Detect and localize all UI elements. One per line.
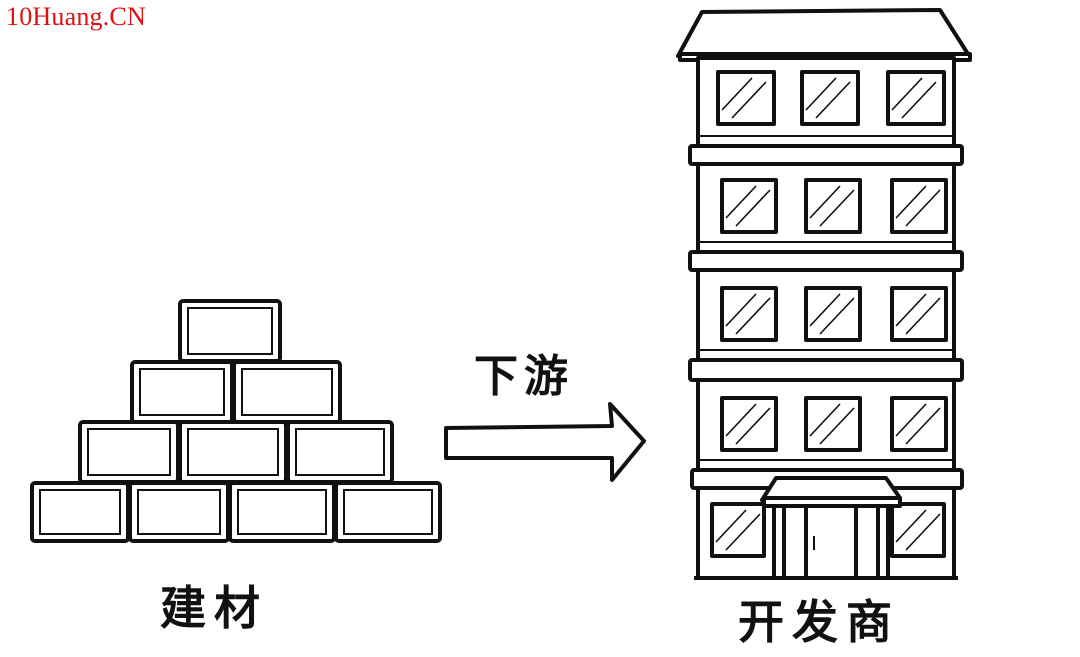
window: [710, 502, 766, 558]
brick-pile: [30, 299, 442, 543]
pillar: [772, 504, 786, 580]
window: [804, 396, 862, 452]
brick: [232, 360, 342, 424]
materials-label: 建材: [160, 581, 268, 635]
brick: [228, 481, 336, 543]
window: [720, 396, 778, 452]
brick: [178, 299, 282, 363]
window: [720, 286, 778, 342]
arrow-right-icon: [444, 402, 646, 482]
window: [800, 70, 860, 126]
window: [890, 286, 948, 342]
window: [890, 178, 948, 234]
brick: [178, 420, 288, 484]
window: [886, 70, 946, 126]
pillar: [876, 504, 890, 580]
window: [804, 286, 862, 342]
window: [716, 70, 776, 126]
brick: [78, 420, 180, 484]
brick: [286, 420, 394, 484]
building-illustration: [676, 8, 972, 580]
brick: [128, 481, 230, 543]
brick: [334, 481, 442, 543]
window: [804, 178, 862, 234]
downstream-label: 下游: [474, 351, 574, 402]
brick: [130, 360, 234, 424]
window: [890, 396, 948, 452]
window: [720, 178, 778, 234]
watermark-text: 10Huang.CN: [6, 2, 146, 31]
brick: [30, 481, 130, 543]
developer-label: 开发商: [738, 595, 900, 649]
window: [890, 502, 946, 558]
